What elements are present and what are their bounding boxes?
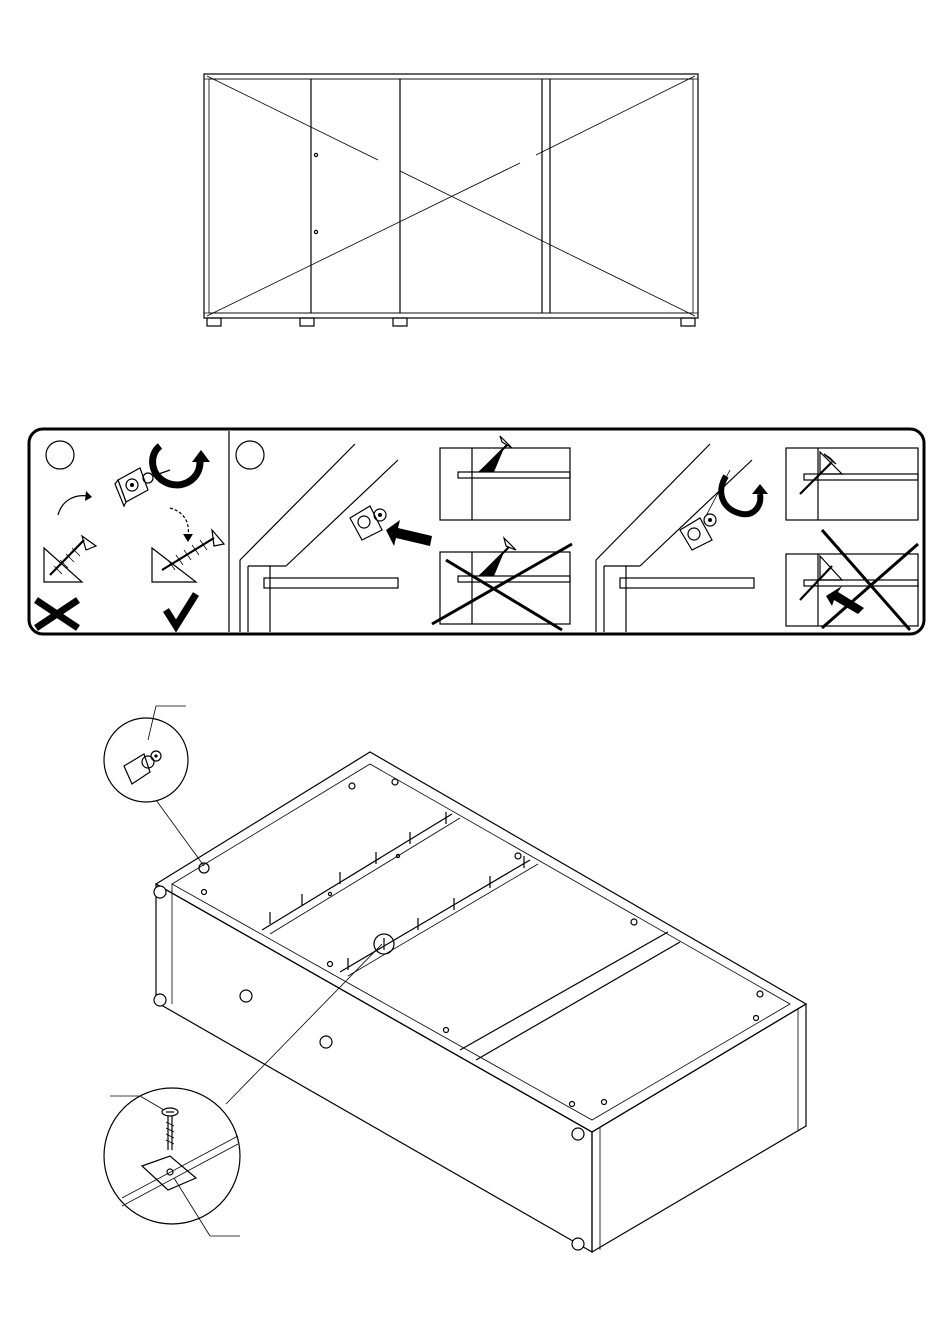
diagonal-b2 xyxy=(207,163,520,316)
detail-cross-b xyxy=(446,560,562,630)
rail-2 xyxy=(340,860,530,972)
panel-b-step-circle xyxy=(236,441,264,469)
curved-arrow-down-head xyxy=(183,534,193,542)
rail-screws xyxy=(270,812,524,970)
foot-3 xyxy=(393,318,407,326)
cabinet-right-face xyxy=(592,1004,806,1252)
panel-b xyxy=(236,436,918,632)
cam-fitting-b xyxy=(350,506,386,540)
cabinet-front-view xyxy=(204,74,698,326)
callout-cam-leader xyxy=(156,800,204,866)
detail-box-lower xyxy=(432,538,572,630)
rotate-arrow-right-head xyxy=(752,484,768,494)
push-arrow-icon xyxy=(386,520,432,546)
panel-a-step-circle xyxy=(46,441,74,469)
corner-joint-left xyxy=(240,444,398,632)
foot-2 xyxy=(300,318,314,326)
rail-1b xyxy=(270,818,460,934)
rail-2b xyxy=(348,864,538,976)
diagonal-b1 xyxy=(536,76,695,155)
cam-fitting-c xyxy=(680,514,716,550)
instruction-panel xyxy=(29,429,924,634)
instruction-panel-border xyxy=(29,429,924,634)
cam-fitting-icon xyxy=(115,468,170,506)
curved-arrow-up-icon xyxy=(58,496,88,515)
panel-a xyxy=(36,441,224,628)
foot-4 xyxy=(681,318,695,326)
detail-box-right-upper xyxy=(786,448,918,520)
cross-mark-icon xyxy=(36,600,78,628)
cabinet-front-face xyxy=(156,884,592,1252)
rail-1 xyxy=(262,814,452,930)
callout-cam-detail xyxy=(104,706,204,866)
curved-arrow-up-head xyxy=(85,491,92,501)
detail-box-right-lower xyxy=(786,530,918,630)
detail-box-upper xyxy=(440,436,570,520)
callout-screw-detail xyxy=(104,934,394,1236)
rotate-arrow-icon xyxy=(153,446,200,485)
diagonal-a1 xyxy=(207,76,378,160)
corner-joint-right xyxy=(596,444,754,632)
knob-upper xyxy=(314,153,317,156)
top-divider-b xyxy=(476,942,680,1060)
rotate-arrow-right-icon xyxy=(721,476,760,514)
cabinet-top-face xyxy=(156,752,806,1132)
cabinet-isometric xyxy=(154,752,806,1252)
foot-1 xyxy=(207,318,221,326)
side-cam-holes xyxy=(154,886,584,1250)
diagonal-a2 xyxy=(400,171,695,316)
top-divider-a xyxy=(460,932,668,1050)
rotate-arrow-head xyxy=(192,450,210,462)
screw-wrong-icon xyxy=(44,536,96,582)
curved-arrow-down-icon xyxy=(170,508,188,536)
check-mark-icon xyxy=(166,594,196,626)
knob-lower xyxy=(314,230,317,233)
